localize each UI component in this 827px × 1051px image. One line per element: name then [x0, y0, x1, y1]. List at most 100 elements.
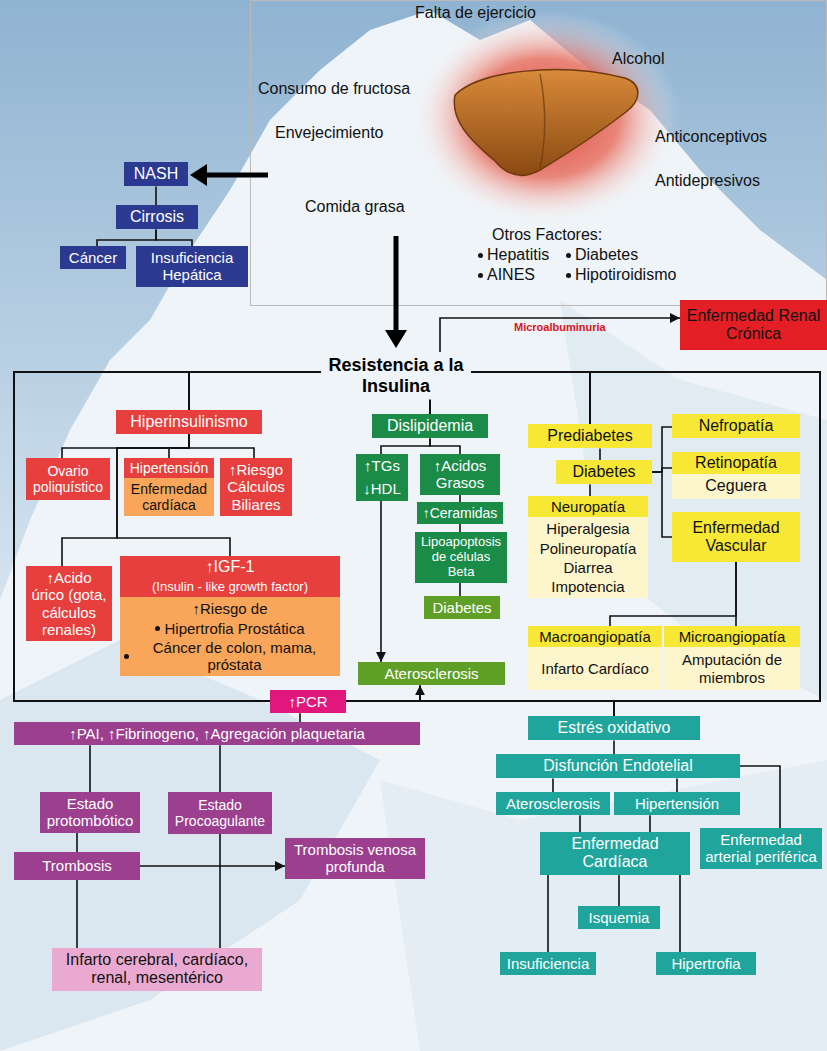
connector	[430, 438, 460, 454]
process-box: Prediabetes	[528, 424, 652, 448]
process-box: ↑PAI, ↑Fibrinogeno, ↑Agregación plaqueta…	[14, 722, 420, 745]
connector	[89, 745, 91, 792]
box-text: Infarto Cardíaco	[528, 659, 662, 678]
process-box: Estado protombótico	[40, 792, 140, 833]
connector	[189, 372, 321, 410]
process-box: ↑TGs↓HDL	[356, 454, 408, 501]
box-text: Nefropatía	[672, 414, 800, 438]
connector	[679, 875, 681, 952]
connector	[219, 745, 221, 792]
box-text: ↑Acidos Grasos	[420, 454, 500, 495]
box-text: Hiperalgesia	[528, 519, 648, 538]
bullet-row: Hipertrofia Prostática	[120, 619, 340, 638]
box-text: Aterosclerosis	[496, 792, 610, 815]
box-text: Diabetes	[424, 596, 500, 619]
process-box: Enfermedad arterial periférica	[700, 828, 822, 869]
box-text: Diabetes	[556, 460, 652, 484]
process-box: Dislipidemia	[372, 414, 488, 438]
factor-label: Hipotiroidismo	[566, 266, 676, 284]
connector	[547, 875, 549, 952]
process-box: Infarto cerebral, cardíaco, renal, mesen…	[52, 948, 262, 991]
box-text: Disfunción Endotelial	[496, 754, 740, 778]
box-text: Amputación de miembros	[664, 650, 800, 687]
box-text: ↑IGF-1	[120, 556, 340, 578]
process-box: Enfermedad Renal Crónica	[680, 300, 827, 350]
process-box: Trombosis venosa profunda	[285, 838, 425, 879]
box-heading: Macroangiopatía	[528, 626, 662, 647]
label-text: Hepatitis	[487, 246, 549, 264]
liver-glow	[410, 10, 680, 226]
box-text: ↑PCR	[270, 690, 346, 713]
factor-label: Diabetes	[566, 246, 638, 264]
bullet-dot	[566, 253, 571, 258]
box-text: Lipoapoptosis de células Beta	[415, 532, 507, 583]
connector	[579, 815, 581, 832]
panel-frame	[251, 1, 827, 306]
box-text: Neuropatía	[528, 496, 648, 517]
connector	[613, 740, 615, 754]
box-body: Amputación de miembros	[664, 647, 800, 690]
liver	[454, 70, 638, 176]
arrow-shaft	[394, 236, 399, 332]
box-text: ↑Riesgo Cálculos Biliares	[220, 458, 292, 516]
box-text: Cáncer de colon, mama, próstata	[133, 639, 336, 674]
process-box: Nefropatía	[672, 414, 800, 438]
process-box: ↑IGF-1(Insulin - like growth factor) ↑Rie…	[120, 556, 340, 676]
box-text: Enfermedad Renal Crónica	[680, 304, 827, 347]
connector	[189, 434, 254, 458]
iceberg	[0, 10, 827, 1051]
bullet-row: Cáncer de colon, mama, próstata	[120, 638, 340, 675]
box-heading: Hipertensión	[124, 458, 214, 478]
box-text: NASH	[124, 162, 188, 186]
connector	[156, 229, 192, 246]
box-text: Insuficiencia	[500, 952, 596, 975]
process-box: ↑Acido úrico (gota, cálculos renales)	[26, 566, 112, 641]
connector	[380, 501, 382, 663]
box-text: Enfermedad cardíaca	[124, 480, 214, 514]
box-text: Macroangiopatía	[528, 626, 662, 647]
arrow-head	[190, 164, 207, 186]
box-text: ↑Riesgo de	[120, 599, 340, 618]
box-text: Retinopatía	[672, 452, 800, 474]
box-body: Enfermedad cardíaca	[124, 478, 214, 516]
box-text: Ceguera	[672, 476, 800, 496]
process-box: Resistencia a la Insulina	[321, 352, 471, 399]
box-text: Hipertrofia	[656, 952, 756, 975]
connector	[155, 186, 157, 205]
box-text: ↑Acido úrico (gota, cálculos renales)	[26, 566, 112, 641]
factor-label: Envejecimiento	[275, 124, 384, 142]
process-box: ↑Riesgo Cálculos Biliares	[220, 458, 292, 516]
process-box: MacroangiopatíaInfarto Cardíaco	[528, 626, 662, 690]
box-text: (Insulin - like growth factor)	[120, 578, 340, 597]
process-box: ↑PCR	[270, 690, 346, 713]
box-heading: Microangiopatía	[664, 626, 800, 647]
connector	[346, 685, 420, 701]
box-text: ↑PAI, ↑Fibrinogeno, ↑Agregación plaqueta…	[14, 722, 420, 745]
process-box: MicroangiopatíaAmputación de miembros	[664, 626, 800, 690]
connector	[429, 399, 431, 414]
box-text: Impotencia	[528, 577, 648, 596]
connector	[618, 875, 620, 906]
factor-label: Comida grasa	[305, 198, 405, 216]
box-text: Insuficiencia Hepática	[136, 246, 248, 287]
arrow-shaft	[204, 173, 268, 178]
box-body: Ceguera	[672, 474, 800, 498]
box-text: Prediabetes	[528, 424, 652, 448]
connector	[169, 434, 189, 458]
process-box: Enfermedad Cardíaca	[540, 832, 690, 875]
bullet-dot	[155, 626, 160, 631]
box-text: Hiperinsulinismo	[116, 410, 262, 434]
box-text: Estrés oxidativo	[528, 716, 700, 740]
box-text: Hipertensión	[124, 458, 214, 478]
connector	[459, 524, 461, 532]
box-text: Infarto cerebral, cardíaco, renal, mesen…	[52, 948, 262, 991]
box-body: Infarto Cardíaco	[528, 647, 662, 690]
box-text: ↑TGs	[356, 454, 408, 477]
box-text: Trombosis venosa profunda	[285, 838, 425, 879]
label-text: Diabetes	[575, 246, 638, 264]
process-box: RetinopatíaCeguera	[672, 452, 800, 499]
box-text: Aterosclerosis	[358, 662, 505, 685]
box-text: Microangiopatía	[664, 626, 800, 647]
connector	[471, 372, 820, 716]
